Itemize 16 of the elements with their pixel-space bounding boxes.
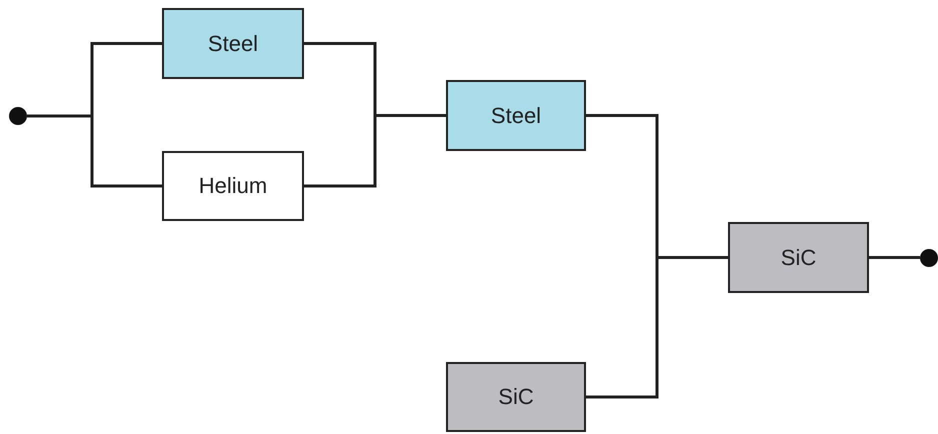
box-label: SiC [780,244,816,270]
component-box [162,8,304,79]
connector-line [304,114,446,188]
component-box [728,222,869,293]
connector-line [586,256,728,398]
box-label: Helium [198,173,268,199]
terminal-dot [920,249,938,267]
box-label: Steel [208,30,258,56]
box-label: Steel [490,102,542,128]
connector-line [869,256,920,259]
component-box [162,151,304,221]
box-label: SiC [498,384,534,410]
connector-line [27,114,162,188]
terminal-dot [9,107,27,125]
component-box [446,362,586,432]
component-box [446,80,586,151]
